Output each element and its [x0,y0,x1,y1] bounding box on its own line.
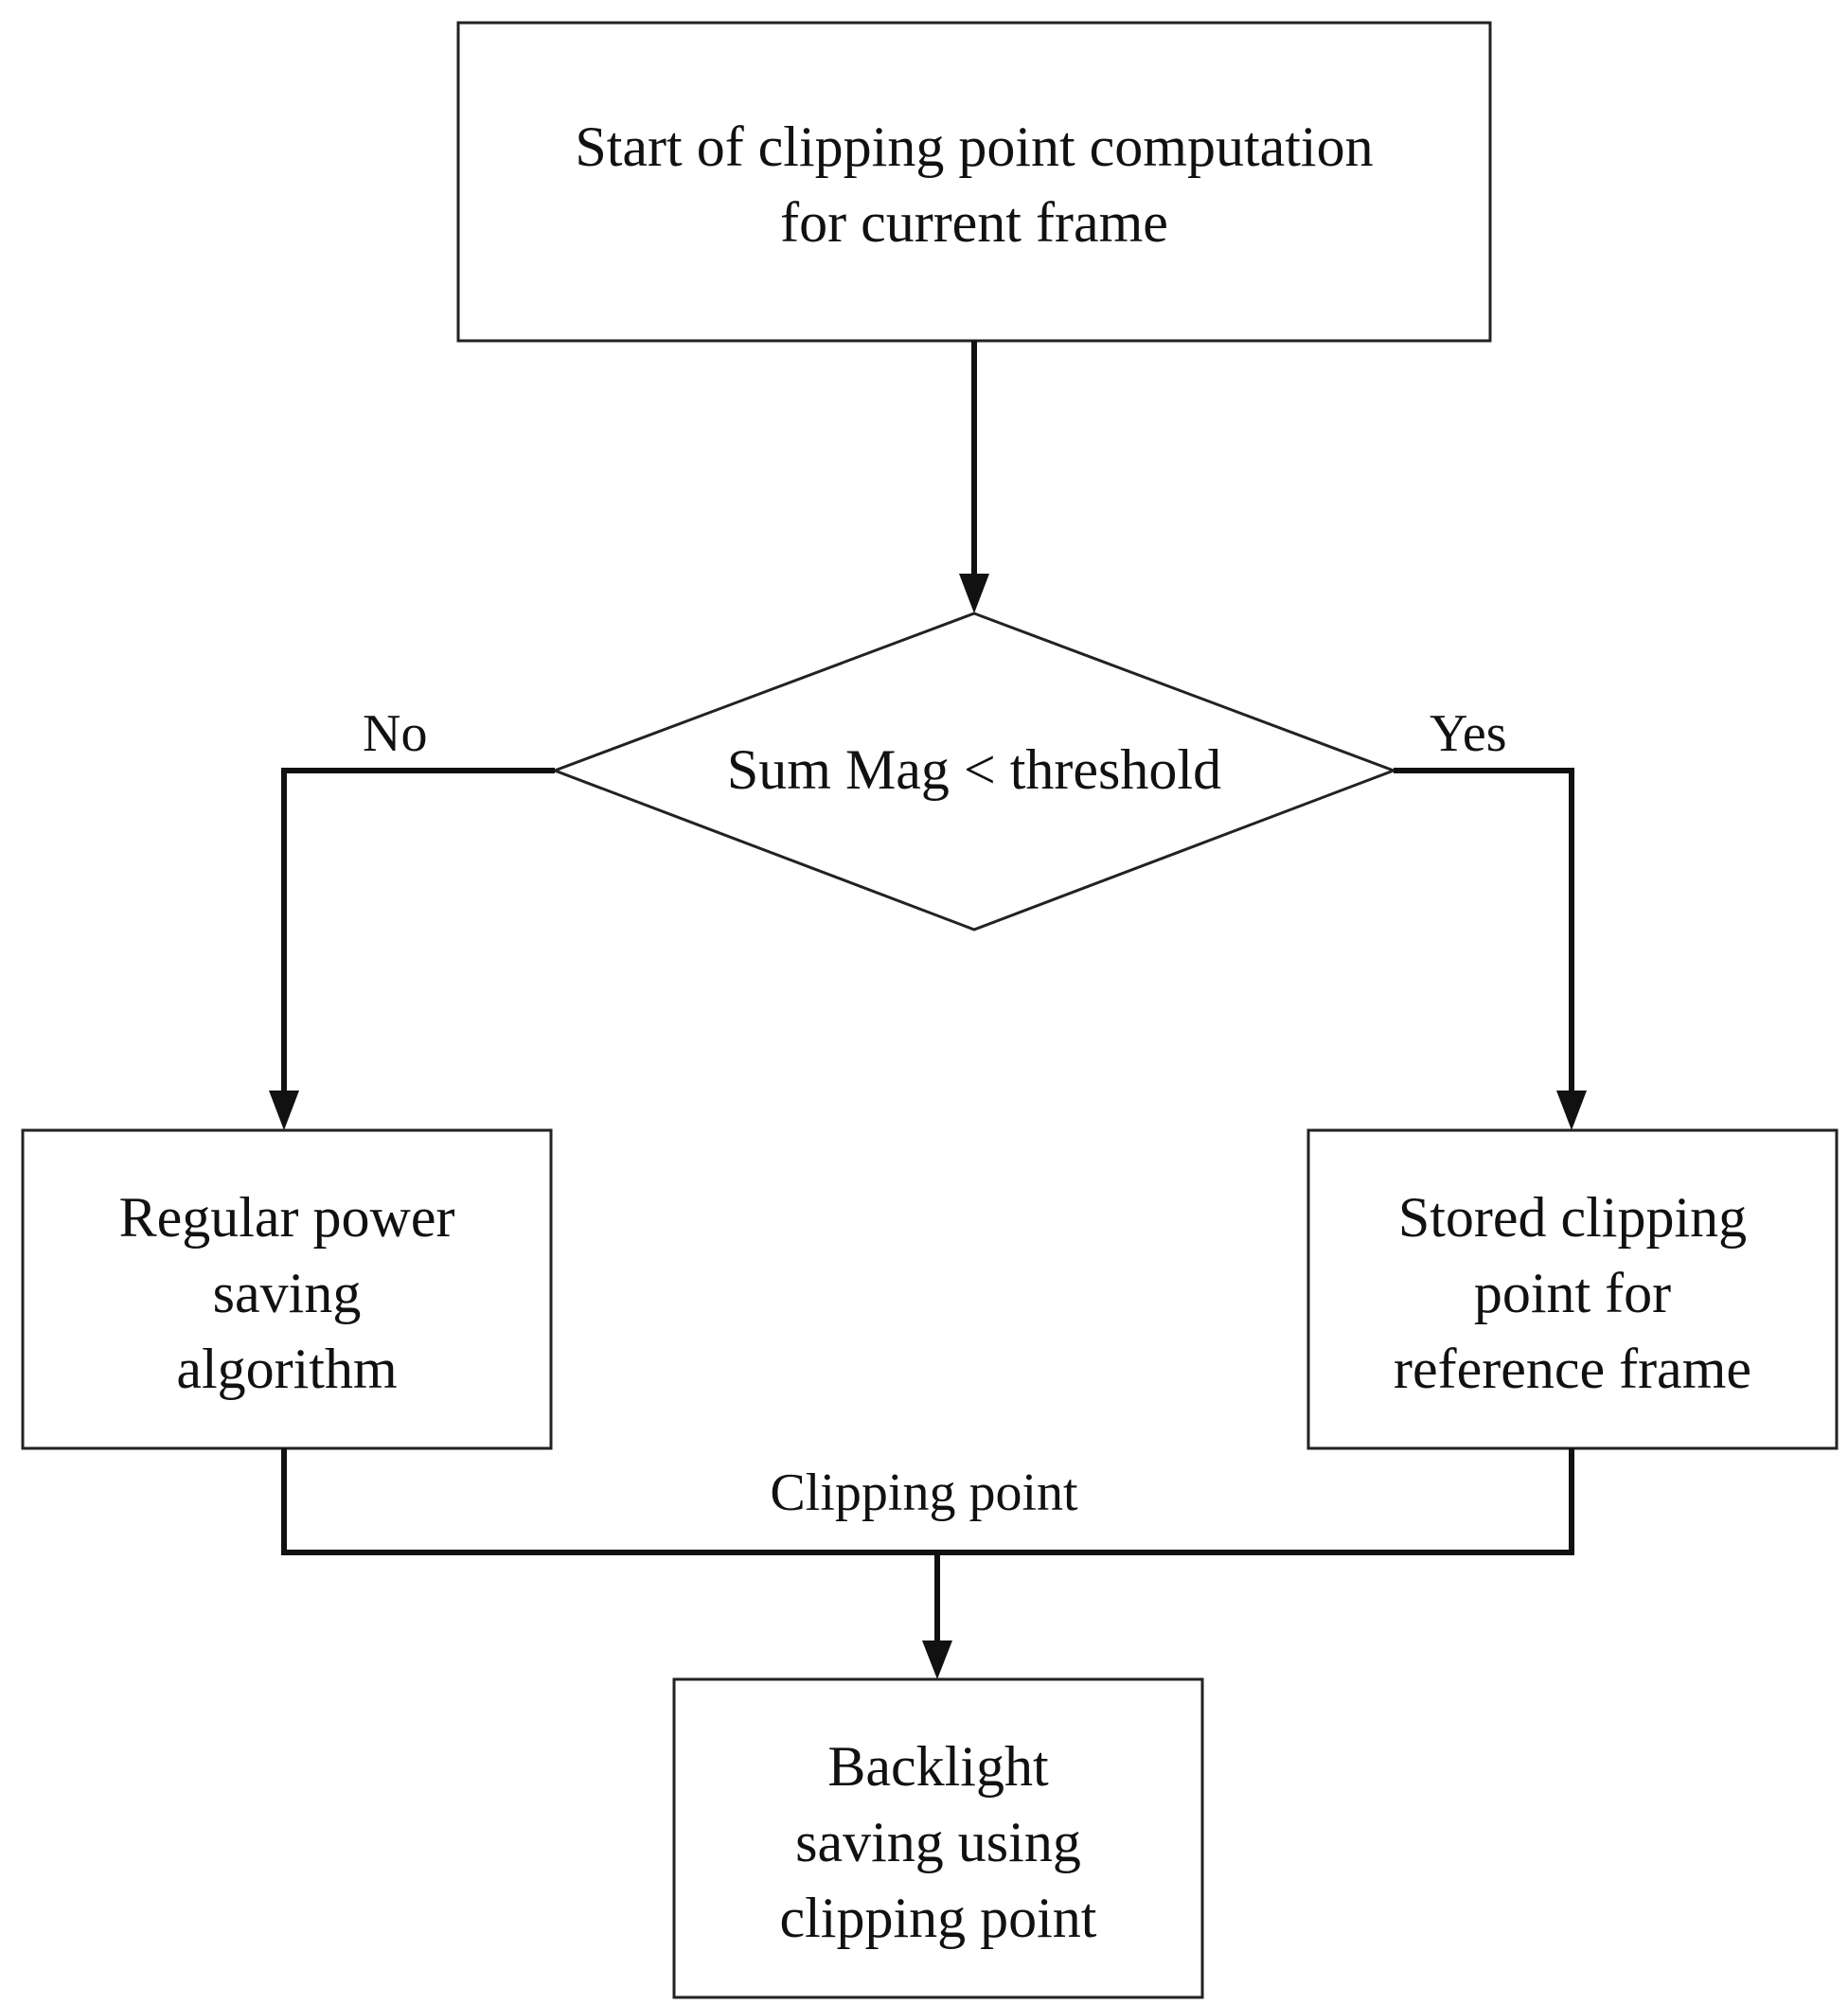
stored-clipping-node: Stored clipping point for reference fram… [1306,1128,1839,1450]
regular-node-line-2: saving [213,1262,362,1324]
backlight-node: Backlight saving using clipping point [672,1677,1204,1999]
backlight-node-line-1: Backlight [827,1735,1049,1798]
stored-node-line-1: Stored clipping [1398,1186,1747,1249]
regular-node-line-3: algorithm [176,1338,397,1400]
start-node-line-1: Start of clipping point computation [575,115,1373,178]
stored-node-line-3: reference frame [1394,1338,1751,1400]
decision-node-label: Sum Mag < threshold [727,738,1221,801]
backlight-node-line-2: saving using [795,1811,1081,1873]
arrow-start-to-decision [959,341,989,613]
no-label: No [363,704,427,763]
stored-node-line-2: point for [1474,1262,1671,1324]
regular-algorithm-node: Regular power saving algorithm [21,1128,553,1450]
merge-connector: Clipping point [281,1448,1574,1679]
start-node: Start of clipping point computation for … [456,21,1492,343]
regular-node-line-1: Regular power [119,1186,455,1249]
start-node-line-2: for current frame [780,191,1168,254]
yes-label: Yes [1430,704,1506,763]
no-branch: No [269,704,555,1130]
yes-branch: Yes [1394,704,1587,1130]
clipping-point-label: Clipping point [770,1463,1078,1522]
backlight-node-line-3: clipping point [780,1887,1097,1949]
decision-node: Sum Mag < threshold [550,612,1398,931]
